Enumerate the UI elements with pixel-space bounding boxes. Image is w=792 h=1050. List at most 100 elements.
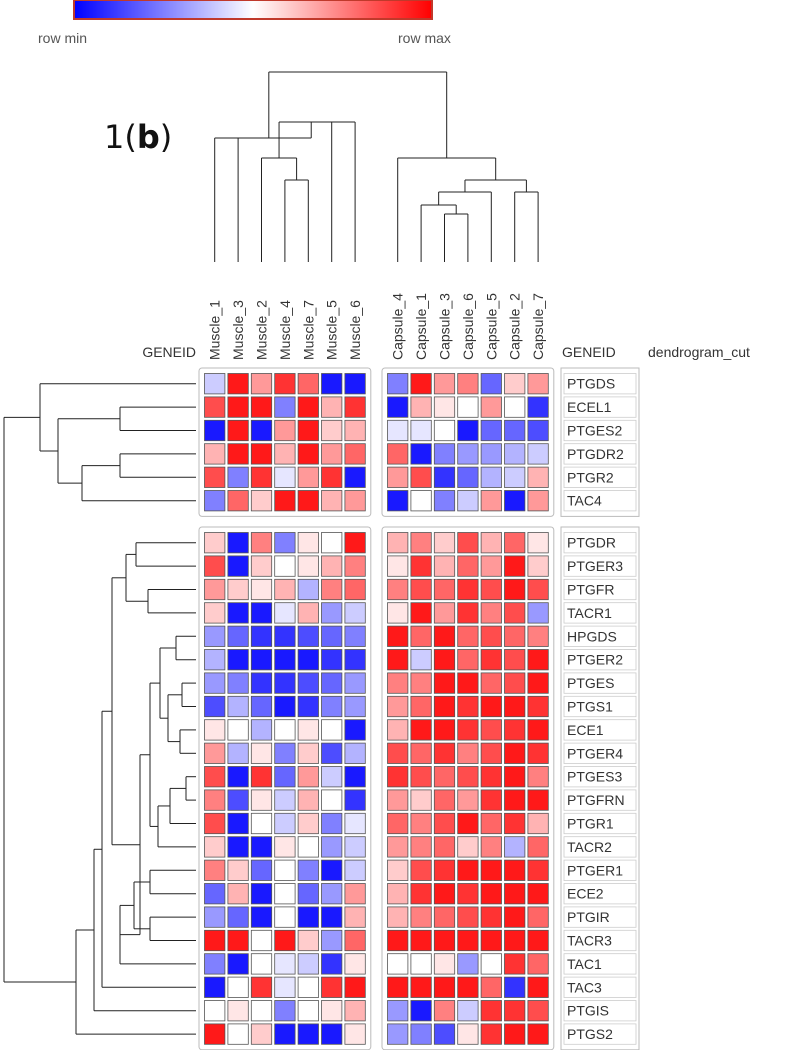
row-label-cell	[563, 373, 637, 395]
row-label-cell	[563, 976, 637, 998]
heatmap-cell	[344, 649, 366, 671]
heatmap-cell	[204, 625, 226, 647]
heatmap-cell	[344, 953, 366, 975]
heatmap-cell	[274, 532, 296, 554]
heatmap-cell	[274, 672, 296, 694]
heatmap-cell	[480, 953, 502, 975]
row-label: ECE1	[567, 722, 604, 738]
heatmap-panels	[198, 367, 555, 1050]
heatmap-cell	[387, 766, 409, 788]
heatmap-cell	[344, 789, 366, 811]
row-label: PTGDR2	[567, 446, 624, 462]
heatmap-cell	[433, 373, 456, 395]
heatmap-cell	[204, 578, 226, 601]
row-label-cell	[563, 490, 637, 512]
dendrogram-cut-header: dendrogram_cut	[648, 344, 750, 360]
heatmap-cell	[387, 419, 409, 442]
heatmap-cell	[504, 443, 526, 465]
heatmap-cell	[344, 578, 366, 601]
heatmap-cell	[250, 1000, 273, 1022]
heatmap-cell	[250, 766, 273, 788]
heatmap-cell	[274, 1023, 296, 1045]
heatmap-cell	[344, 443, 366, 465]
row-label-cell	[563, 1023, 637, 1045]
heatmap-cell	[250, 859, 273, 881]
heatmap-cell	[480, 602, 502, 624]
heatmap-cell	[387, 555, 409, 577]
heatmap-cell	[433, 443, 456, 465]
heatmap-cell	[433, 719, 456, 741]
heatmap-cell	[527, 953, 549, 975]
heatmap-cell	[387, 906, 409, 928]
heatmap-cell	[274, 906, 296, 928]
heatmap-cell	[433, 695, 456, 718]
heatmap-cell	[274, 766, 296, 788]
heatmap-cell	[480, 976, 502, 998]
heatmap-cell	[504, 1023, 526, 1045]
heatmap-cell	[433, 555, 456, 577]
heatmap-cell	[480, 555, 502, 577]
heatmap-cell	[457, 719, 479, 741]
row-label-cell	[563, 883, 637, 905]
heatmap-cell	[410, 695, 432, 718]
heatmap-cell	[321, 859, 343, 881]
heatmap-cell	[297, 625, 319, 647]
row-label: TAC4	[567, 493, 602, 509]
heatmap-cell	[433, 1023, 456, 1045]
heatmap-cell	[527, 466, 549, 488]
heatmap-cell	[227, 672, 249, 694]
heatmap-cell	[344, 695, 366, 718]
heatmap-cell	[480, 625, 502, 647]
heatmap-cell	[410, 672, 432, 694]
heatmap-cell	[321, 906, 343, 928]
row-label: PTGER4	[567, 745, 623, 761]
heatmap-cell	[410, 742, 432, 764]
heatmap-cell	[227, 742, 249, 764]
heatmap-cell	[504, 883, 526, 905]
heatmap-cell	[387, 625, 409, 647]
heatmap-cell	[410, 443, 432, 465]
row-label: ECE2	[567, 886, 604, 902]
heatmap-cell	[457, 466, 479, 488]
heatmap-cell	[227, 976, 249, 998]
heatmap-cell	[250, 625, 273, 647]
heatmap-cell	[204, 649, 226, 671]
heatmap-cell	[274, 883, 296, 905]
heatmap-cell	[321, 419, 343, 442]
heatmap-cell	[387, 929, 409, 952]
heatmap-cell	[527, 742, 549, 764]
heatmap-cell	[227, 883, 249, 905]
heatmap-cell	[227, 649, 249, 671]
column-label: Capsule_2	[507, 293, 523, 360]
column-label: Muscle_2	[254, 300, 270, 360]
heatmap-cell	[344, 883, 366, 905]
heatmap-cell	[527, 443, 549, 465]
heatmap-cell	[344, 742, 366, 764]
heatmap-cell	[433, 953, 456, 975]
heatmap-cell	[344, 602, 366, 624]
heatmap-cell	[204, 490, 226, 512]
row-label-cell	[563, 443, 637, 465]
heatmap-cell	[527, 929, 549, 952]
heatmap-cell	[204, 396, 226, 418]
row-label: PTGER3	[567, 558, 623, 574]
heatmap-cell	[480, 906, 502, 928]
heatmap-cell	[344, 625, 366, 647]
heatmap-cell	[227, 906, 249, 928]
heatmap-cell	[227, 578, 249, 601]
row-label-cell	[563, 789, 637, 811]
row-label-cell	[563, 812, 637, 835]
column-label: Muscle_3	[230, 300, 246, 360]
heatmap-cell	[250, 555, 273, 577]
heatmap-cell	[433, 672, 456, 694]
heatmap-cell	[297, 929, 319, 952]
heatmap-cell	[480, 578, 502, 601]
heatmap-cell	[297, 883, 319, 905]
heatmap-cell	[297, 742, 319, 764]
heatmap-cell	[297, 695, 319, 718]
heatmap-cell	[227, 373, 249, 395]
column-label: Capsule_3	[437, 293, 453, 360]
heatmap-cell	[527, 766, 549, 788]
heatmap-cell	[227, 812, 249, 835]
heatmap-cell	[433, 812, 456, 835]
